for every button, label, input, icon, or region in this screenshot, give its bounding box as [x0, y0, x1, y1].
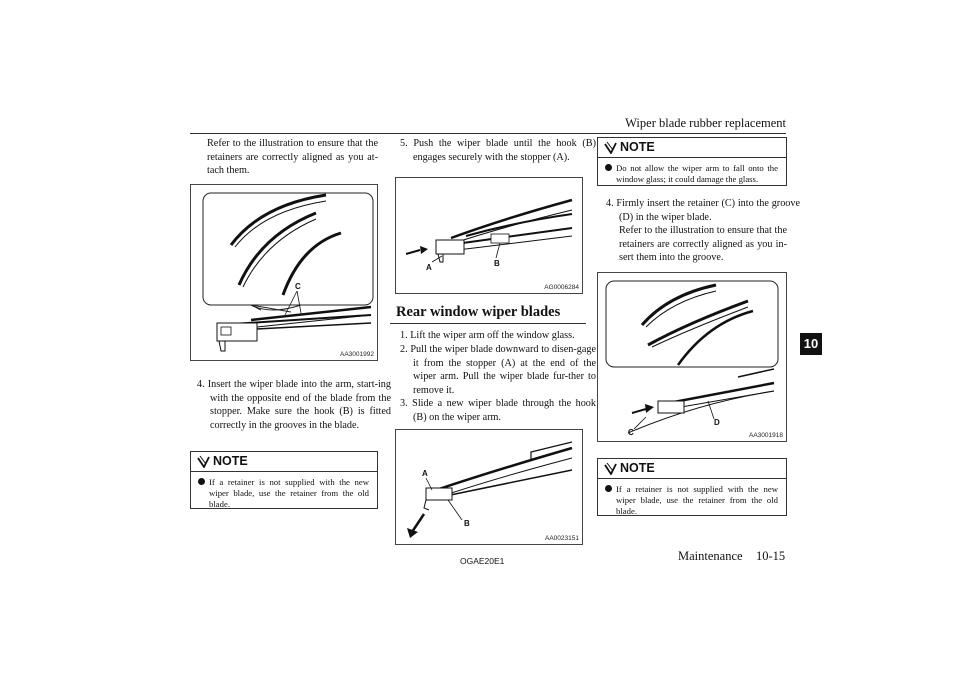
chapter-tab: 10 [800, 333, 822, 355]
page-number: 10-15 [756, 549, 786, 563]
note-box-retainer: NOTE If a retainer is not supplied with … [190, 451, 378, 509]
bullet-icon [605, 164, 612, 171]
running-header: Wiper blade rubber replacement [625, 116, 786, 130]
note-box-wiper-arm: NOTE Do not allow the wiper arm to fall … [597, 137, 787, 186]
section-rule [390, 323, 586, 324]
footer-code: OGAE20E1 [460, 556, 505, 566]
label-d: D [714, 418, 720, 427]
step-4-insert-retainer: 4. Firmly insert the retainer (C) into t… [606, 198, 800, 223]
section-title: Rear window wiper blades [396, 304, 561, 320]
note-text: If a retainer is not supplied with the n… [616, 484, 778, 516]
note-title: NOTE [213, 454, 248, 468]
note-icon [197, 455, 210, 468]
hook-stopper-illustration: A B [405, 198, 573, 272]
label-a: A [426, 263, 432, 272]
label-b: B [494, 259, 500, 268]
intro-paragraph: Refer to the illustration to ensure that… [207, 138, 378, 177]
rear-step-3: 3. Slide a new wiper blade through the h… [400, 398, 596, 423]
note-text: If a retainer is not supplied with the n… [209, 477, 369, 509]
bullet-icon [198, 478, 205, 485]
figure-code: AA3001992 [340, 351, 374, 358]
step-5-push-blade: 5. Push the wiper blade until the hook (… [400, 138, 596, 163]
label-c: C [295, 282, 301, 291]
blade-retainer-illustration: C [202, 192, 374, 352]
figure-code: AG0006284 [544, 284, 579, 291]
footer-section: Maintenance [678, 549, 743, 563]
step-4-detail: Refer to the illustration to ensure that… [619, 225, 787, 264]
step-4-insert-blade: 4. Insert the wiper blade into the arm, … [197, 379, 391, 431]
figure-code: AA0023151 [545, 535, 579, 542]
note-text: Do not allow the wiper arm to fall onto … [616, 163, 778, 184]
label-a: A [422, 469, 428, 478]
retainer-groove-illustration: C D [605, 280, 779, 437]
header-rule [190, 133, 786, 134]
rear-step-2: 2. Pull the wiper blade downward to dise… [400, 344, 596, 396]
note-title: NOTE [620, 461, 655, 475]
note-box-retainer-2: NOTE If a retainer is not supplied with … [597, 458, 787, 516]
figure-hook-stopper: A B AG0006284 [395, 177, 583, 294]
figure-blade-retainers: C AA3001992 [190, 184, 378, 361]
note-icon [604, 462, 617, 475]
figure-rear-wiper: A B AA0023151 [395, 429, 583, 545]
figure-retainer-groove: C D AA3001918 [597, 272, 787, 442]
figure-code: AA3001918 [749, 432, 783, 439]
note-icon [604, 141, 617, 154]
rear-wiper-illustration: A B [407, 441, 573, 538]
label-b: B [464, 519, 470, 528]
note-title: NOTE [620, 140, 655, 154]
label-c: C [628, 428, 634, 437]
rear-step-1: 1. Lift the wiper arm off the window gla… [400, 330, 575, 341]
bullet-icon [605, 485, 612, 492]
